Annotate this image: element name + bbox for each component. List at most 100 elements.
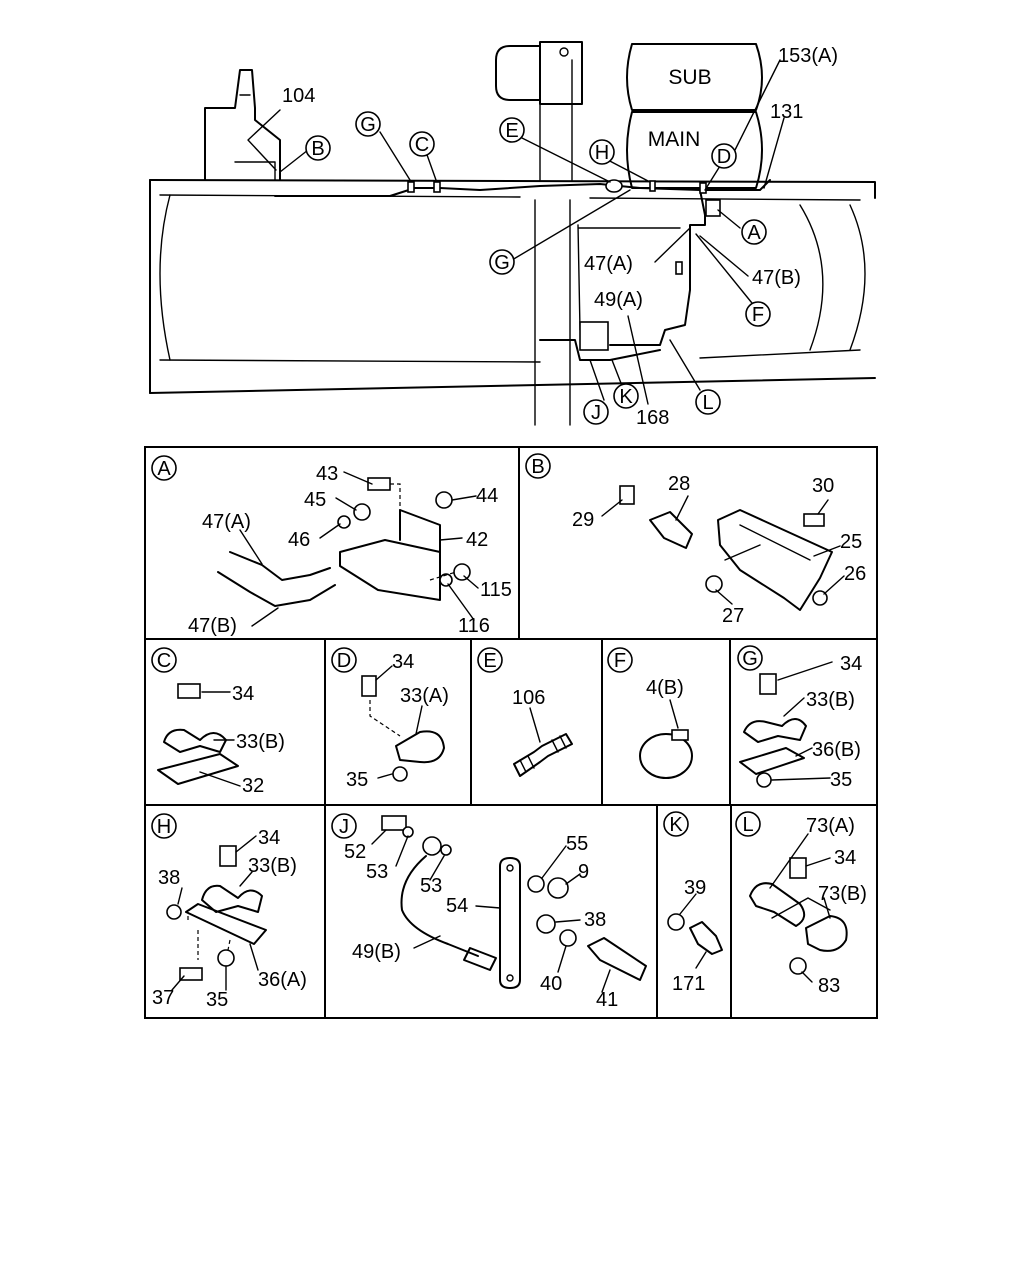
svg-text:K: K bbox=[669, 814, 683, 836]
plate-54 bbox=[499, 857, 521, 989]
washer-46 bbox=[337, 515, 351, 529]
panel-k-leaders bbox=[679, 893, 707, 969]
svg-text:L: L bbox=[702, 392, 713, 414]
bolt-34-h bbox=[219, 845, 237, 867]
panel-j-part-41: 41 bbox=[596, 989, 618, 1011]
clip-33b-g bbox=[743, 718, 807, 743]
panel-h-key: H bbox=[151, 813, 177, 839]
panel-f-part-4b: 4(B) bbox=[646, 677, 684, 699]
panel-h-leaders bbox=[171, 835, 259, 991]
panel-a-part-42: 42 bbox=[466, 529, 488, 551]
panel-a-leaders bbox=[239, 471, 479, 627]
connector-106-ribs bbox=[519, 735, 567, 773]
grid-col-lines bbox=[324, 447, 732, 1018]
letter-bubble-c: C bbox=[409, 131, 435, 157]
svg-text:D: D bbox=[337, 650, 351, 672]
plate-36b bbox=[739, 747, 805, 775]
callout-47a: 47(A) bbox=[584, 253, 633, 275]
frame-rail-top bbox=[149, 179, 876, 199]
panel-j-part-38: 38 bbox=[584, 909, 606, 931]
frame-curve-right bbox=[799, 204, 866, 351]
panel-l-leaders bbox=[769, 833, 831, 983]
panel-j-part-55: 55 bbox=[566, 833, 588, 855]
main-tank bbox=[626, 111, 763, 189]
post-upper bbox=[539, 59, 573, 181]
letter-bubble-k: K bbox=[613, 383, 639, 409]
plate-54-hole-bottom bbox=[506, 974, 514, 982]
letter-bubble-h: H bbox=[589, 139, 615, 165]
panel-e-key: E bbox=[477, 647, 503, 673]
panel-j-part-40: 40 bbox=[540, 973, 562, 995]
bracket-25 bbox=[717, 509, 833, 611]
nut-26 bbox=[812, 590, 828, 606]
panel-h-part-34: 34 bbox=[258, 827, 280, 849]
callout-104: 104 bbox=[282, 85, 315, 107]
svg-text:K: K bbox=[619, 386, 633, 408]
washer-39 bbox=[667, 913, 685, 931]
panel-j-part-52: 52 bbox=[344, 841, 366, 863]
fuel-pipe-lower bbox=[539, 339, 661, 361]
panel-a-part-46: 46 bbox=[288, 529, 310, 551]
frame-curve-left bbox=[159, 194, 171, 361]
panel-a-key: A bbox=[151, 455, 177, 481]
panel-c-key: C bbox=[151, 647, 177, 673]
svg-text:A: A bbox=[157, 458, 171, 480]
bracket-42 bbox=[339, 509, 441, 601]
svg-text:J: J bbox=[339, 816, 349, 838]
leader-lines bbox=[247, 59, 785, 405]
panel-j-part-9: 9 bbox=[578, 861, 589, 883]
eye-joint bbox=[422, 836, 442, 856]
nut-44 bbox=[435, 491, 453, 509]
panel-c-part-33b: 33(B) bbox=[236, 731, 285, 753]
bolt-34-g bbox=[759, 673, 777, 695]
panel-k-part-171: 171 bbox=[672, 973, 705, 995]
svg-text:E: E bbox=[505, 120, 518, 142]
letter-bubble-e: E bbox=[499, 117, 525, 143]
filter-body bbox=[495, 45, 541, 101]
panel-c-part-32: 32 bbox=[242, 775, 264, 797]
letter-bubble-a: A bbox=[741, 219, 767, 245]
plate-54-hole-top bbox=[506, 864, 514, 872]
frame-rail-bottom bbox=[149, 377, 876, 394]
panel-d-guide bbox=[369, 700, 401, 737]
panel-l-part-83: 83 bbox=[818, 975, 840, 997]
callout-168: 168 bbox=[636, 407, 669, 429]
fuel-pipe-drop bbox=[609, 189, 706, 346]
pipe-49b-fitting bbox=[463, 947, 497, 971]
clip-g bbox=[407, 181, 415, 193]
bolt-37 bbox=[179, 967, 203, 981]
panel-h-part-36a: 36(A) bbox=[258, 969, 307, 991]
panel-d-key: D bbox=[331, 647, 357, 673]
hose-band-screw bbox=[671, 729, 689, 741]
sub-tank bbox=[626, 43, 763, 111]
clip-c bbox=[433, 181, 441, 193]
washer-55 bbox=[527, 875, 545, 893]
svg-text:J: J bbox=[591, 402, 601, 424]
plate-l bbox=[771, 897, 831, 919]
letter-bubble-f: F bbox=[745, 301, 771, 327]
panel-h: H 34 38 33(B) 37 35 36(A) bbox=[151, 813, 307, 1011]
panel-b: B 28 30 29 25 26 27 bbox=[525, 453, 866, 627]
bolt-29 bbox=[619, 485, 635, 505]
svg-text:B: B bbox=[531, 456, 544, 478]
panel-a-part-47a: 47(A) bbox=[202, 511, 251, 533]
svg-text:H: H bbox=[595, 142, 609, 164]
panel-j-key: J bbox=[331, 813, 357, 839]
cross-member bbox=[534, 199, 571, 426]
svg-text:D: D bbox=[717, 146, 731, 168]
panel-e-leader bbox=[529, 707, 541, 743]
cab-mount-detail bbox=[234, 94, 276, 181]
nut-35-g bbox=[756, 772, 772, 788]
panel-b-part-30: 30 bbox=[812, 475, 834, 497]
svg-text:A: A bbox=[747, 222, 761, 244]
panel-h-part-35: 35 bbox=[206, 989, 228, 1011]
letter-bubble-j: J bbox=[583, 399, 609, 425]
panel-e: E 106 bbox=[477, 647, 573, 777]
panel-b-key: B bbox=[525, 453, 551, 479]
panel-b-part-28: 28 bbox=[668, 473, 690, 495]
svg-text:G: G bbox=[494, 252, 510, 274]
clamp-28 bbox=[649, 511, 693, 549]
clip-33a bbox=[395, 730, 445, 764]
svg-text:B: B bbox=[311, 138, 324, 160]
